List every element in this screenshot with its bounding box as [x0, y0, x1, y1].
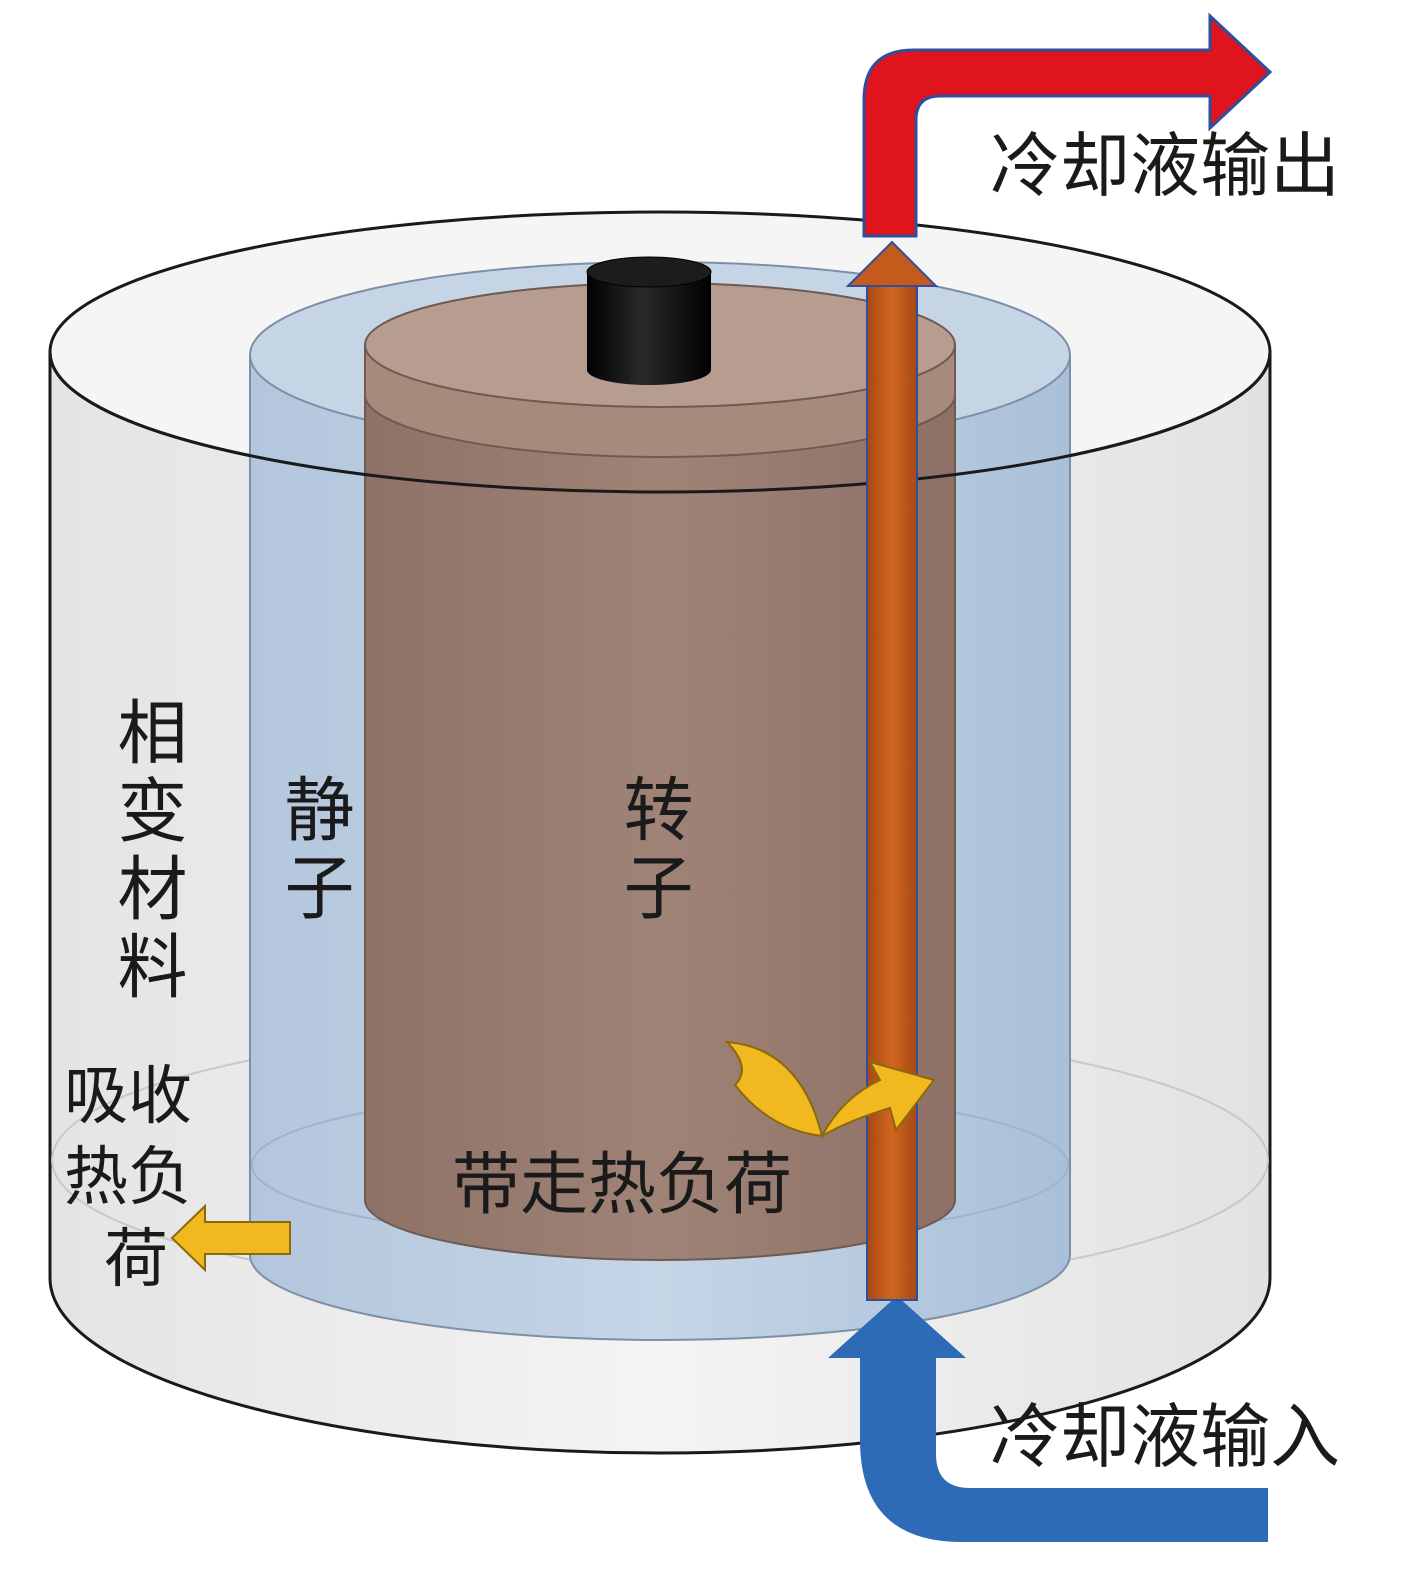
coolant-pipe	[845, 240, 939, 1301]
coolant-outlet-label: 冷却液输出	[990, 125, 1340, 207]
rotor	[364, 282, 956, 1261]
heat-carry-arrow	[724, 1040, 936, 1139]
absorb-heat-label-line1: 吸收	[64, 1060, 192, 1134]
heat-absorb-arrow	[170, 1203, 291, 1273]
coolant-outlet-arrow	[862, 12, 1273, 238]
rotor-label: 转子	[612, 773, 694, 929]
stator-label: 静子	[273, 773, 355, 929]
carry-away-heat-label: 带走热负荷	[452, 1146, 793, 1225]
motor-shaft	[586, 256, 712, 385]
absorb-heat-label-line3: 荷	[104, 1223, 168, 1297]
coolant-inlet-label: 冷却液输入	[990, 1396, 1340, 1478]
phase-change-material-label: 相变材料	[106, 696, 188, 1008]
absorb-heat-label-line2: 热负	[64, 1141, 192, 1215]
shell-front-rim	[48, 351, 1272, 494]
coolant-inlet-arrow	[828, 1296, 1268, 1542]
